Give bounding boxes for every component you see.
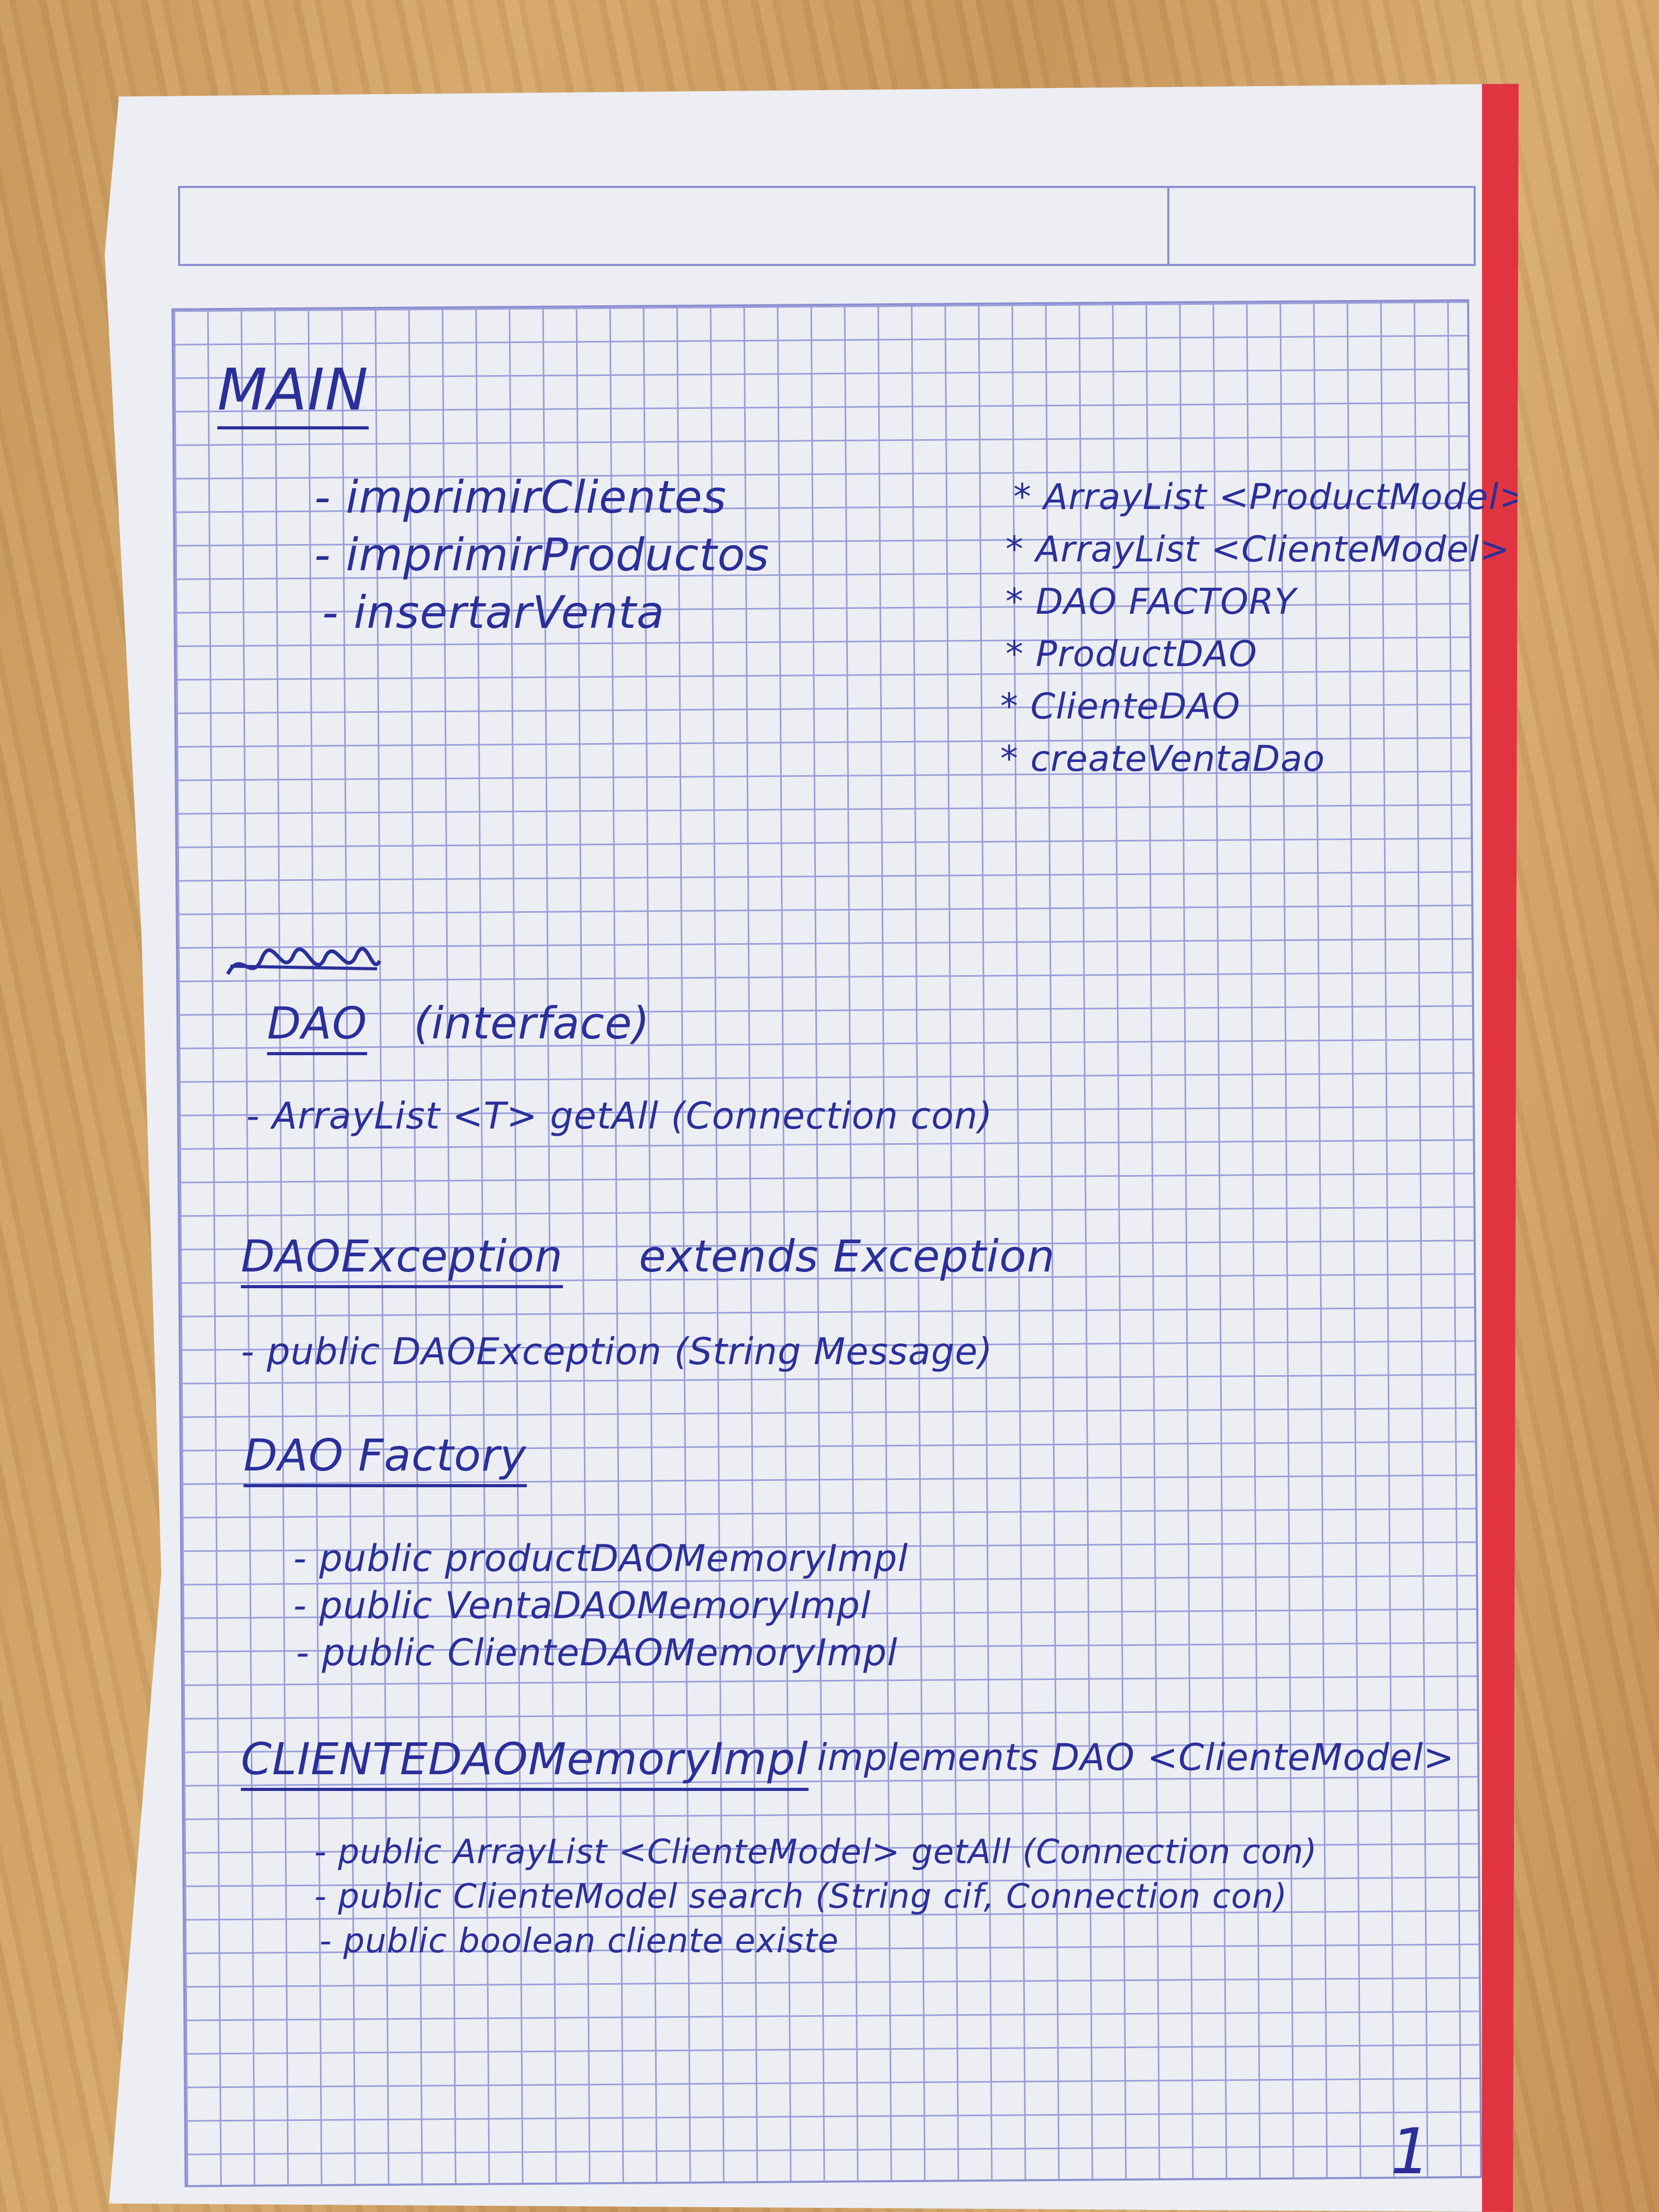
notebook-page: MAIN - imprimirClientes - imprimirProduc… — [105, 84, 1519, 2212]
main-field-1: * ArrayList <ProductModel> — [1013, 477, 1530, 518]
main-field-5: * ClienteDAO — [1000, 686, 1241, 727]
header-box — [178, 186, 1476, 266]
cliente-dao-method-3: - public boolean cliente existe — [319, 1922, 839, 1961]
cliente-dao-implements: implements DAO <ClienteModel> — [817, 1736, 1455, 1779]
crossed-out-scribble — [226, 947, 382, 975]
red-margin-strip — [1482, 84, 1519, 2212]
header-divider — [1167, 188, 1169, 264]
cliente-dao-method-1: - public ArrayList <ClienteModel> getAll… — [314, 1833, 1318, 1872]
main-title: MAIN — [217, 356, 369, 429]
main-field-6: * createVentaDao — [1000, 738, 1325, 780]
main-method-3: - insertarVenta — [322, 587, 665, 639]
dao-factory-method-1: - public productDAOMemoryImpl — [293, 1537, 909, 1580]
dao-exception-title: DAOException — [241, 1231, 563, 1288]
page-number: 1 — [1390, 2116, 1431, 2188]
main-field-3: * DAO FACTORY — [1005, 581, 1297, 623]
cliente-dao-method-2: - public ClienteModel search (String cif… — [314, 1877, 1288, 1916]
dao-title: DAO — [267, 998, 368, 1055]
dao-interface-note: (interface) — [414, 998, 650, 1049]
dao-exception-extends: extends Exception — [639, 1231, 1055, 1282]
dao-factory-method-2: - public VentaDAOMemoryImpl — [293, 1584, 871, 1627]
dao-factory-title: DAO Factory — [244, 1430, 527, 1487]
main-method-2: - imprimirProductos — [314, 529, 770, 581]
dao-factory-method-3: - public ClienteDAOMemoryImpl — [296, 1631, 898, 1674]
dao-exception-method: - public DAOException (String Message) — [241, 1330, 993, 1373]
main-field-2: * ArrayList <ClienteModel> — [1005, 529, 1510, 570]
cliente-dao-title: CLIENTEDAOMemoryImpl — [241, 1733, 809, 1791]
main-method-1: - imprimirClientes — [314, 471, 727, 524]
main-field-4: * ProductDAO — [1005, 634, 1257, 675]
dao-method: - ArrayList <T> getAll (Connection con) — [246, 1094, 993, 1137]
